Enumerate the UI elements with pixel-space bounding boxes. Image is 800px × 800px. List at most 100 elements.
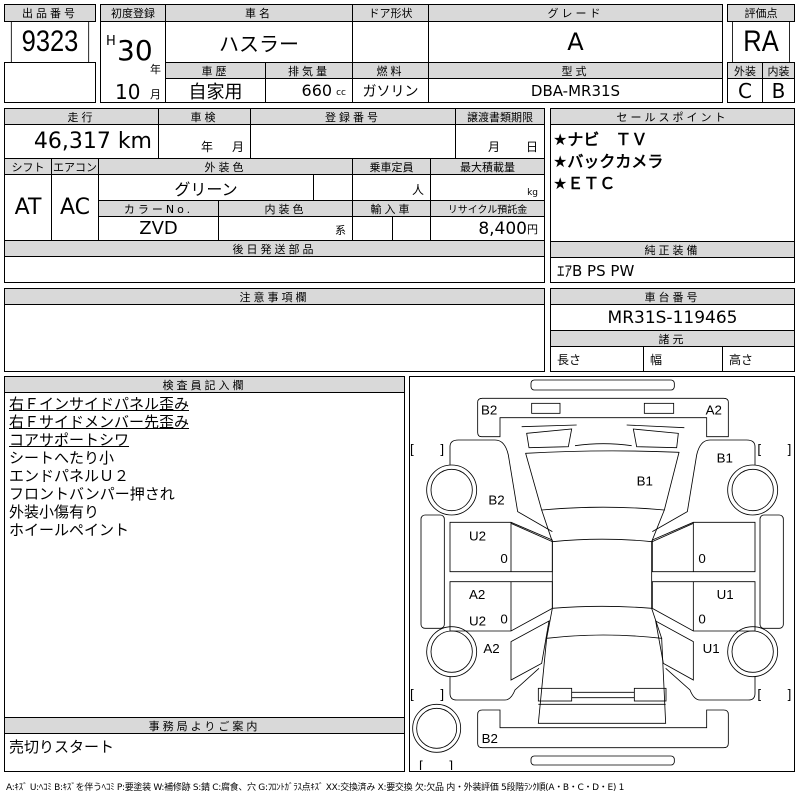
spare-wheel — [412, 703, 462, 753]
damage-mark: U2 — [469, 528, 486, 543]
door-value — [352, 21, 429, 63]
reg-month: 10 — [115, 80, 141, 103]
import-cell-1 — [352, 216, 393, 241]
damage-mark: B1 — [717, 450, 733, 465]
doc-deadline-label: 譲渡書類期限 — [455, 108, 545, 125]
era: H — [106, 34, 116, 49]
lot-number: 9323 — [10, 21, 90, 63]
inspector-note: 外装小傷有り — [9, 503, 100, 521]
inspector-label: 検査員記入欄 — [4, 376, 405, 393]
bracket: [ ] — [757, 686, 791, 701]
aircon-label: エアコン — [51, 158, 99, 175]
inspection-label: 車検 — [158, 108, 251, 125]
office-message: 売切りスタート — [9, 738, 115, 756]
damage-mark: B2 — [481, 402, 497, 417]
capacity-label: 乗車定員 — [352, 158, 431, 175]
int-score-label: 内装 — [762, 62, 795, 79]
side-sill-left — [420, 514, 445, 629]
later-parts-label: 後日発送部品 — [4, 240, 545, 257]
quarter-window-left — [510, 620, 550, 681]
bracket: [ ] — [410, 686, 444, 701]
specs-label: 諸元 — [550, 330, 795, 347]
notes-value — [4, 304, 545, 372]
taillight-left — [537, 687, 573, 702]
damage-mark: B2 — [488, 492, 504, 507]
doc-deadline-cell: 月 日 — [455, 124, 545, 159]
displacement-value: 660 — [301, 81, 333, 100]
displacement-unit: cc — [336, 88, 346, 98]
damage-diagram-box — [409, 376, 795, 772]
sales-point-item: ★ＥＴＣ — [553, 174, 616, 193]
mileage-value: 46,317 km — [4, 124, 159, 159]
car-name: ハスラー — [165, 21, 353, 63]
taillight-right — [633, 687, 667, 702]
damage-mark: 0 — [500, 612, 507, 627]
chassis-number: MR31S-119465 — [550, 304, 795, 331]
wheel-rear-left — [426, 626, 478, 678]
mileage-label: 走行 — [4, 108, 159, 125]
rear-bumper — [477, 709, 729, 749]
rear-door-right — [651, 581, 756, 632]
first-reg-cell: H 30 年 10 月 — [100, 21, 166, 103]
headlight-right — [632, 428, 679, 449]
wheel-front-left — [426, 464, 478, 516]
damage-mark: A2 — [483, 641, 499, 656]
ext-color-label: 外装色 — [98, 158, 353, 175]
rear-door-left — [449, 581, 553, 632]
side-sill-right — [759, 514, 784, 629]
spec-height: 高さ — [722, 346, 795, 372]
grille — [574, 443, 632, 447]
displacement-label: 排気量 — [265, 62, 353, 79]
grade-value: A — [428, 21, 723, 63]
max-load-label: 最大積載量 — [430, 158, 545, 175]
recycle-unit: 円 — [527, 222, 538, 236]
inspection-cell: 年 月 — [158, 124, 251, 159]
ext-color-extra — [313, 174, 353, 201]
front-fender-right — [652, 439, 756, 543]
notes-label: 注意事項欄 — [4, 288, 545, 305]
front-door-right — [651, 521, 756, 573]
damage-mark: 0 — [698, 612, 705, 627]
grille-line — [521, 424, 685, 429]
spec-width: 幅 — [643, 346, 723, 372]
deadline-day-unit: 日 — [525, 140, 538, 154]
shift-label: シフト — [4, 158, 52, 175]
color-no-value: ZVD — [98, 216, 219, 241]
damage-mark: B1 — [637, 474, 653, 489]
sales-points-box: ★ナビ ＴＶ ★バックカメラ ★ＥＴＣ — [550, 124, 795, 242]
reg-number-label: 登録番号 — [250, 108, 456, 125]
rear-fender-left — [449, 668, 540, 701]
history-value: 自家用 — [165, 78, 266, 103]
import-label: 輸入車 — [352, 200, 431, 217]
model-code-value: DBA-MR31S — [428, 78, 723, 103]
later-parts-value — [4, 256, 545, 283]
hood — [525, 450, 680, 511]
rear-glass — [546, 608, 663, 639]
sales-point-item: ★バックカメラ — [553, 152, 664, 171]
int-color-value: 系 — [218, 216, 353, 241]
int-score: B — [762, 78, 795, 103]
recycle-label: リサイクル預託金 — [430, 200, 545, 217]
inspector-note: エンドパネルＵ２ — [9, 467, 130, 485]
front-bumper-top — [530, 379, 675, 391]
score-value: RA — [732, 21, 790, 63]
front-bumper — [477, 397, 729, 438]
car-damage-diagram: [ ] [ ] [ ] [ ] [ ] B2 A2 B1 B1 B2 U2 0 … — [410, 379, 791, 770]
color-no-label: カラーNo. — [98, 200, 219, 217]
max-load-value: kg — [430, 174, 545, 201]
fog-lamp-left — [531, 402, 561, 414]
capacity-value: 人 — [352, 174, 431, 201]
front-door-left — [449, 521, 553, 573]
legend: A:ｷｽﾞ U:ﾍｺﾐ B:ｷｽﾞを伴うﾍｺﾐ P:要塗装 W:補修跡 S:錆 … — [6, 783, 625, 793]
month-unit: 月 — [150, 88, 161, 101]
inspector-note: コアサポートシワ — [9, 431, 130, 449]
wheel-front-right — [727, 464, 779, 516]
damage-mark: U1 — [717, 587, 734, 602]
lot-label: 出品番号 — [4, 4, 96, 22]
roof — [551, 541, 653, 609]
aircon-value: AC — [51, 174, 99, 241]
model-code-label: 型式 — [428, 62, 723, 79]
inspector-note: ホイールペイント — [9, 521, 130, 539]
rear-fender-right — [665, 668, 756, 701]
